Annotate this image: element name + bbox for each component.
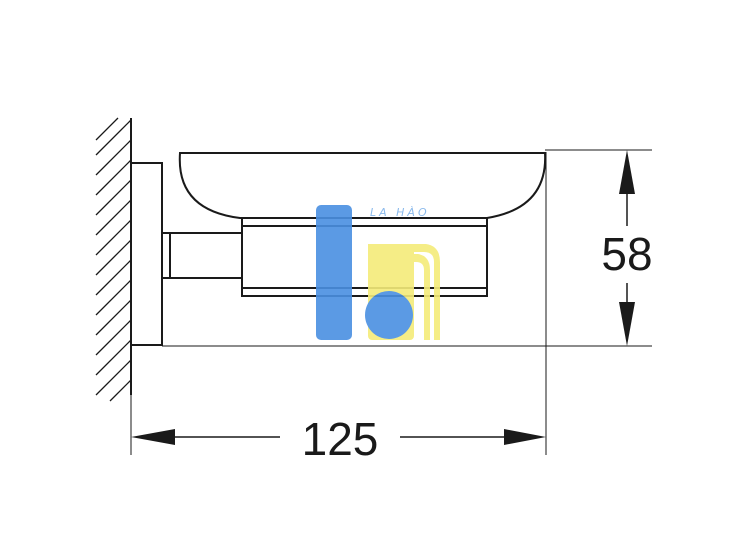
extension-lines — [130, 149, 652, 455]
watermark-blue-bar — [316, 205, 352, 340]
watermark-text: LA HÀO — [370, 206, 430, 219]
soap-dish-bowl — [178, 152, 547, 219]
height-arrow-bottom — [619, 302, 635, 346]
width-dimension-label: 125 — [302, 413, 379, 465]
mounting-plate — [130, 162, 163, 346]
height-dimension: 58 — [601, 150, 653, 346]
dish-holder-ring — [241, 217, 488, 297]
height-arrow-top — [619, 150, 635, 194]
support-arm — [162, 232, 242, 279]
width-arrow-right — [504, 429, 546, 445]
height-dimension-label: 58 — [601, 228, 652, 280]
watermark-blue-circle — [365, 291, 413, 339]
width-dimension: 125 — [131, 413, 546, 465]
wall — [95, 117, 132, 402]
width-arrow-left — [131, 429, 175, 445]
wall-hatching — [95, 117, 132, 402]
watermark-logo: LA HÀO — [316, 205, 440, 340]
